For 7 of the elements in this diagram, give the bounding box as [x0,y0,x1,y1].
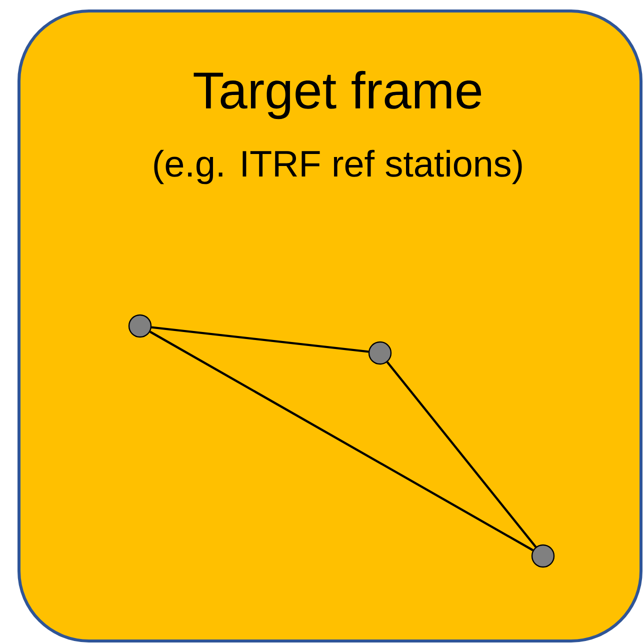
line [386,361,537,548]
station-dot [531,544,555,568]
station-dot [128,314,152,338]
line [151,326,369,353]
station-dot [368,341,392,365]
frame-box: Target frame (e.g. ITRF ref stations) [18,10,642,642]
line [150,330,534,552]
